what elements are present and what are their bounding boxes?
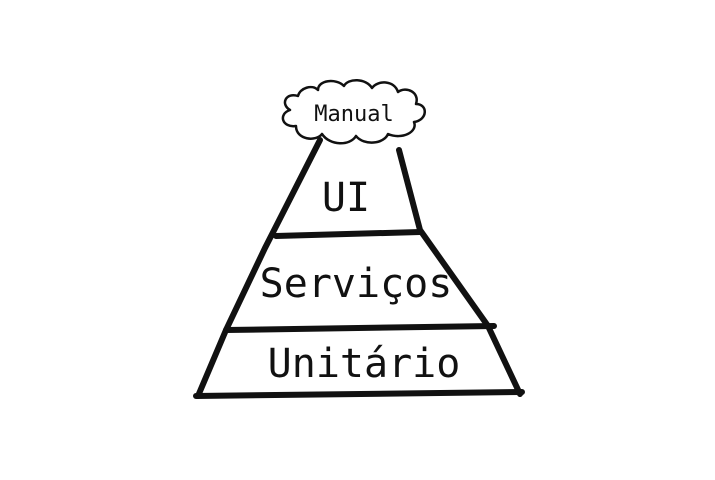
manual-cloud-label: Manual	[314, 102, 393, 127]
pyramid-base	[193, 389, 525, 399]
layer-label-services: Serviços	[260, 261, 453, 307]
manual-cloud: Manual	[281, 79, 426, 145]
divider-ui-services	[273, 229, 423, 239]
pyramid-left-side	[195, 137, 323, 399]
divider-services-unit	[223, 323, 497, 333]
layer-label-ui: UI	[322, 175, 370, 221]
layer-label-unit: Unitário	[268, 341, 461, 387]
pyramid-right-side	[396, 147, 523, 397]
